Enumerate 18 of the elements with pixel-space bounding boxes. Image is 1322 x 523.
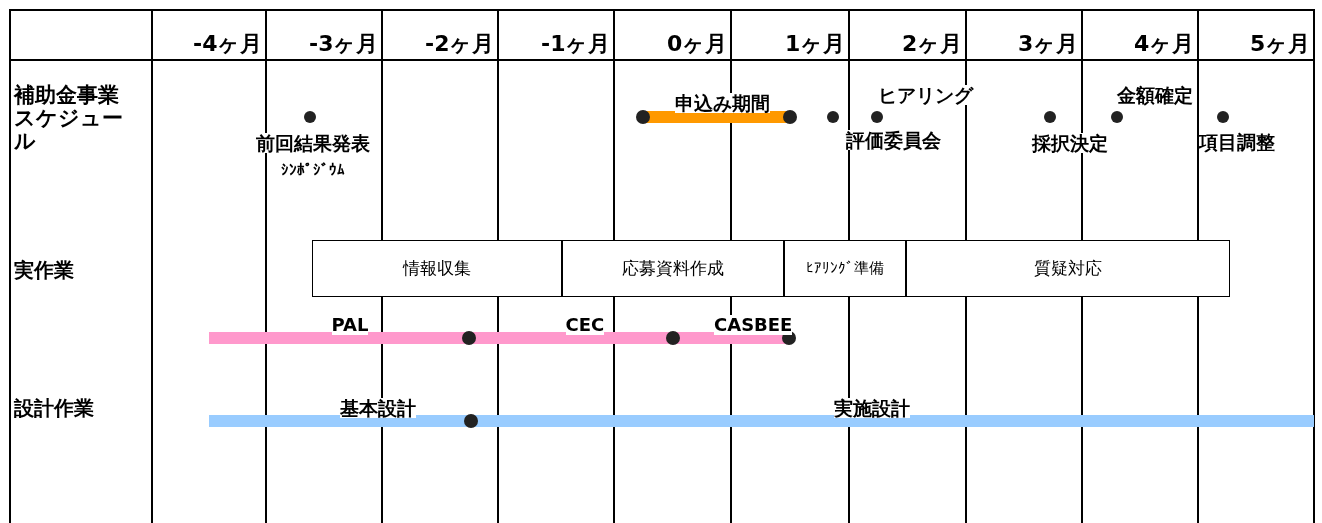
milestone-label: 採択決定 — [1032, 132, 1108, 154]
milestone-label: 評価委員会 — [845, 129, 941, 151]
bar-label: CASBEE — [714, 315, 793, 335]
task-box: 質疑対応 — [906, 240, 1230, 297]
bar-label: PAL — [331, 315, 369, 335]
row-label: 設計作業 — [14, 397, 94, 419]
row-label: 実作業 — [14, 259, 74, 281]
task-box: 情報収集 — [312, 240, 562, 297]
milestone-label: 項目調整 — [1199, 131, 1275, 153]
milestone-label: 前回結果発表 — [256, 132, 370, 154]
milestone-label: 金額確定 — [1117, 84, 1193, 106]
task-box: 応募資料作成 — [562, 240, 784, 297]
task-box: ﾋｱﾘﾝｸﾞ準備 — [784, 240, 906, 297]
milestone-label: 申込み期間 — [674, 92, 770, 114]
bar-label: CEC — [565, 315, 605, 335]
bar-label: 基本設計 — [340, 397, 416, 419]
milestone-label: ｼﾝﾎﾟｼﾞｳﾑ — [281, 161, 345, 178]
bar-label: 実施設計 — [834, 397, 910, 419]
